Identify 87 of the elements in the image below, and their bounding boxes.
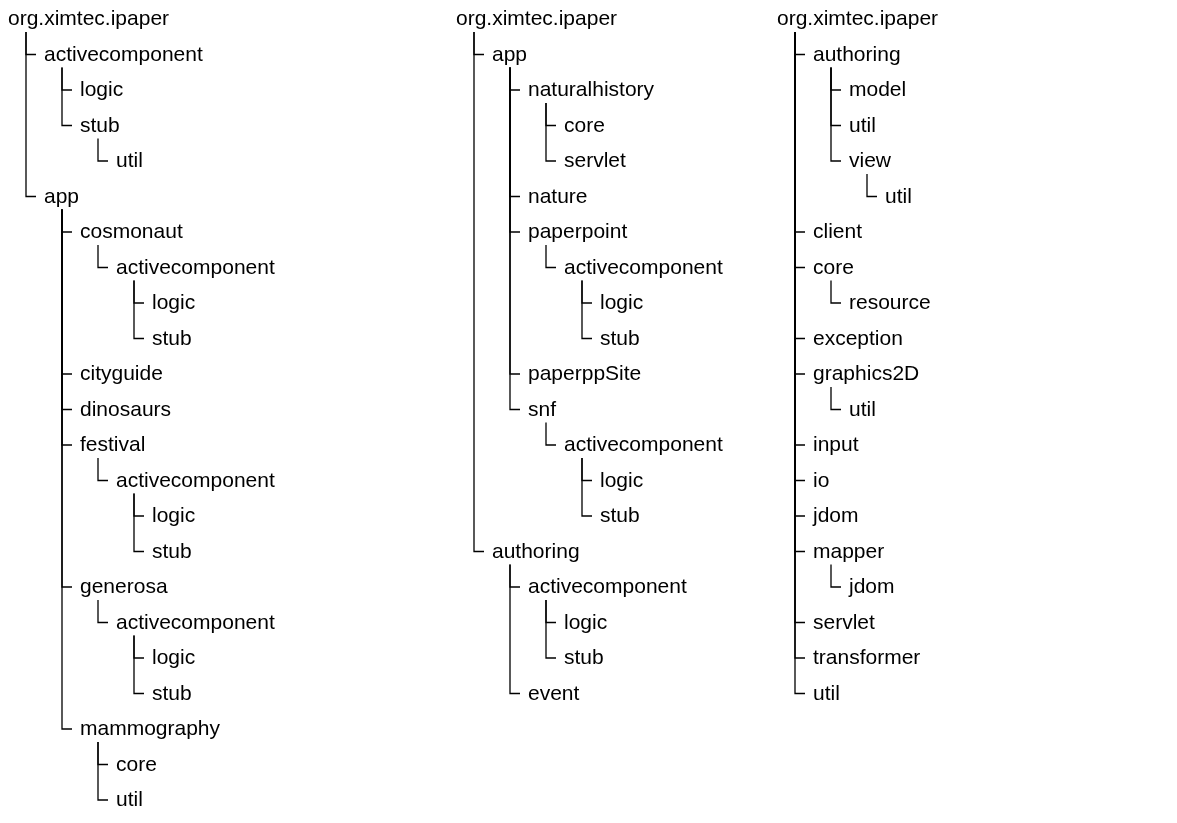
package-name: activecomponent bbox=[116, 607, 275, 636]
package-name: logic bbox=[564, 607, 608, 636]
package-name: stub bbox=[152, 678, 192, 707]
tree-connector bbox=[545, 599, 557, 659]
package-name: festival bbox=[80, 430, 146, 458]
package-name: logic bbox=[152, 288, 196, 316]
tree-connector bbox=[830, 386, 842, 411]
package-name: util bbox=[813, 678, 840, 707]
package-name: naturalhistory bbox=[528, 75, 655, 103]
package-name: paperppSite bbox=[528, 359, 642, 387]
package-name: stub bbox=[152, 536, 192, 565]
tree-connector bbox=[97, 137, 109, 162]
tree-connector bbox=[830, 66, 842, 162]
package-name: core bbox=[116, 749, 157, 778]
package-name: org.ximtec.ipaper bbox=[8, 4, 170, 32]
tree-connector bbox=[97, 457, 109, 482]
tree-connector bbox=[133, 279, 145, 340]
package-name: cityguide bbox=[80, 359, 163, 387]
tree-connector bbox=[545, 102, 557, 162]
tree-connector bbox=[830, 279, 842, 304]
package-name: dinosaurs bbox=[80, 394, 172, 423]
package-name: nature bbox=[528, 181, 588, 210]
package-name: exception bbox=[813, 323, 903, 352]
tree-connector bbox=[545, 244, 557, 269]
package-name: paperpoint bbox=[528, 217, 628, 245]
package-name: resource bbox=[849, 288, 931, 316]
package-name: io bbox=[813, 465, 830, 494]
package-name: input bbox=[813, 430, 859, 458]
package-name: org.ximtec.ipaper bbox=[777, 4, 939, 32]
package-name: authoring bbox=[813, 39, 901, 68]
package-name: app bbox=[44, 181, 80, 210]
package-name: activecomponent bbox=[116, 252, 275, 281]
package-name: activecomponent bbox=[564, 252, 723, 281]
package-name: authoring bbox=[492, 536, 580, 565]
package-name: stub bbox=[152, 323, 192, 352]
package-name: logic bbox=[600, 465, 644, 494]
tree-connector bbox=[61, 66, 73, 127]
tree-connector bbox=[97, 599, 109, 624]
package-name: util bbox=[116, 785, 143, 813]
package-name: graphics2D bbox=[813, 359, 920, 387]
package-name: util bbox=[849, 110, 876, 139]
package-name: transformer bbox=[813, 643, 921, 671]
tree-connector bbox=[866, 173, 878, 198]
package-name: stub bbox=[80, 110, 120, 139]
package-name: stub bbox=[564, 643, 604, 671]
tree-connector bbox=[133, 634, 145, 695]
tree-connector bbox=[581, 457, 593, 517]
package-name: util bbox=[885, 181, 912, 210]
tree-connector bbox=[133, 492, 145, 553]
package-name: activecomponent bbox=[116, 465, 275, 494]
tree-connector bbox=[509, 563, 521, 695]
tree-connector bbox=[97, 741, 109, 801]
package-name: event bbox=[528, 678, 580, 707]
package-name: stub bbox=[600, 501, 640, 529]
tree-connector bbox=[581, 279, 593, 340]
tree-connector bbox=[97, 244, 109, 269]
package-name: mapper bbox=[813, 536, 885, 565]
package-name: snf bbox=[528, 394, 556, 423]
tree-connector bbox=[25, 31, 37, 198]
package-name: activecomponent bbox=[528, 572, 687, 600]
package-name: logic bbox=[152, 643, 196, 671]
package-name: jdom bbox=[813, 501, 859, 529]
tree-connector bbox=[61, 208, 73, 730]
package-name: view bbox=[849, 146, 891, 174]
package-name: model bbox=[849, 75, 907, 103]
package-name: logic bbox=[600, 288, 644, 316]
package-name: cosmonaut bbox=[80, 217, 183, 245]
package-name: servlet bbox=[813, 607, 875, 636]
package-name: activecomponent bbox=[44, 39, 203, 68]
package-name: mammography bbox=[80, 714, 221, 742]
package-name: activecomponent bbox=[564, 430, 723, 458]
package-name: stub bbox=[600, 323, 640, 352]
package-name: client bbox=[813, 217, 863, 245]
package-name: logic bbox=[80, 75, 124, 103]
package-name: core bbox=[564, 110, 605, 139]
package-name: app bbox=[492, 39, 528, 68]
package-name: util bbox=[116, 146, 143, 174]
package-name: org.ximtec.ipaper bbox=[456, 4, 618, 32]
tree-connector bbox=[473, 31, 485, 553]
package-name: servlet bbox=[564, 146, 626, 174]
package-name: logic bbox=[152, 501, 196, 529]
tree-connector bbox=[830, 563, 842, 588]
tree-connector bbox=[545, 421, 557, 446]
package-name: jdom bbox=[849, 572, 895, 600]
package-name: core bbox=[813, 252, 854, 281]
package-name: util bbox=[849, 394, 876, 423]
package-name: generosa bbox=[80, 572, 168, 600]
